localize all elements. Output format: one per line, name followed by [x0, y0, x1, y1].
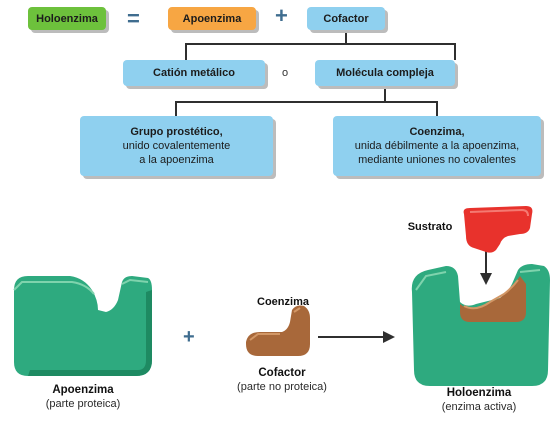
- coenzyme-line1: unida débilmente a la apoenzima,: [354, 140, 520, 152]
- coenzyme-box: Coenzima, unida débilmente a la apoenzim…: [333, 116, 541, 176]
- coenzyme-line2: mediante uniones no covalentes: [358, 154, 516, 166]
- coenzyme-shape-label: Coenzima: [257, 296, 309, 308]
- cofactor-caption-sub: (parte no proteica): [237, 381, 327, 393]
- apoenzyme-box: Apoenzima: [168, 7, 256, 30]
- cofactor-caption-title: Cofactor: [258, 367, 306, 379]
- coenzyme-title: Coenzima,: [409, 126, 465, 138]
- cofactor-caption: Cofactor (parte no proteica): [212, 366, 352, 394]
- equals-sign: =: [127, 6, 140, 31]
- apoenzyme-label: Apoenzima: [182, 12, 242, 25]
- cofactor-shape: [246, 305, 310, 356]
- prosthetic-group-line1: unido covalentemente: [122, 140, 231, 152]
- metal-cation-label: Catión metálico: [153, 67, 235, 79]
- holoenzyme-caption-sub: (enzima activa): [441, 401, 517, 413]
- complex-molecule-label: Molécula compleja: [336, 67, 434, 79]
- prosthetic-group-title: Grupo prostético,: [130, 126, 223, 138]
- holoenzyme-caption: Holoenzima (enzima activa): [414, 386, 544, 414]
- complex-molecule-box: Molécula compleja: [315, 60, 455, 86]
- holoenzyme-label: Holoenzima: [36, 12, 98, 25]
- cofactor-box: Cofactor: [307, 7, 385, 30]
- prosthetic-group-box: Grupo prostético, unido covalentemente a…: [80, 116, 273, 176]
- holoenzyme-caption-title: Holoenzima: [446, 387, 512, 399]
- plus-sign: +: [275, 3, 288, 28]
- metal-cation-box: Catión metálico: [123, 60, 265, 86]
- substrate-label: Sustrato: [407, 221, 453, 233]
- illustration-plus-sign: +: [183, 326, 195, 348]
- apoenzyme-shape: [13, 276, 152, 376]
- prosthetic-group-line2: a la apoenzima: [139, 154, 214, 166]
- holoenzyme-shape: [411, 264, 550, 386]
- apoenzyme-caption-sub: (parte proteica): [45, 398, 121, 410]
- apoenzyme-caption-title: Apoenzima: [52, 384, 114, 396]
- or-label: o: [282, 67, 289, 79]
- apoenzyme-caption: Apoenzima (parte proteica): [18, 383, 148, 411]
- holoenzyme-box: Holoenzima: [28, 7, 106, 30]
- cofactor-label: Cofactor: [323, 12, 369, 25]
- substrate-shape: [463, 206, 533, 253]
